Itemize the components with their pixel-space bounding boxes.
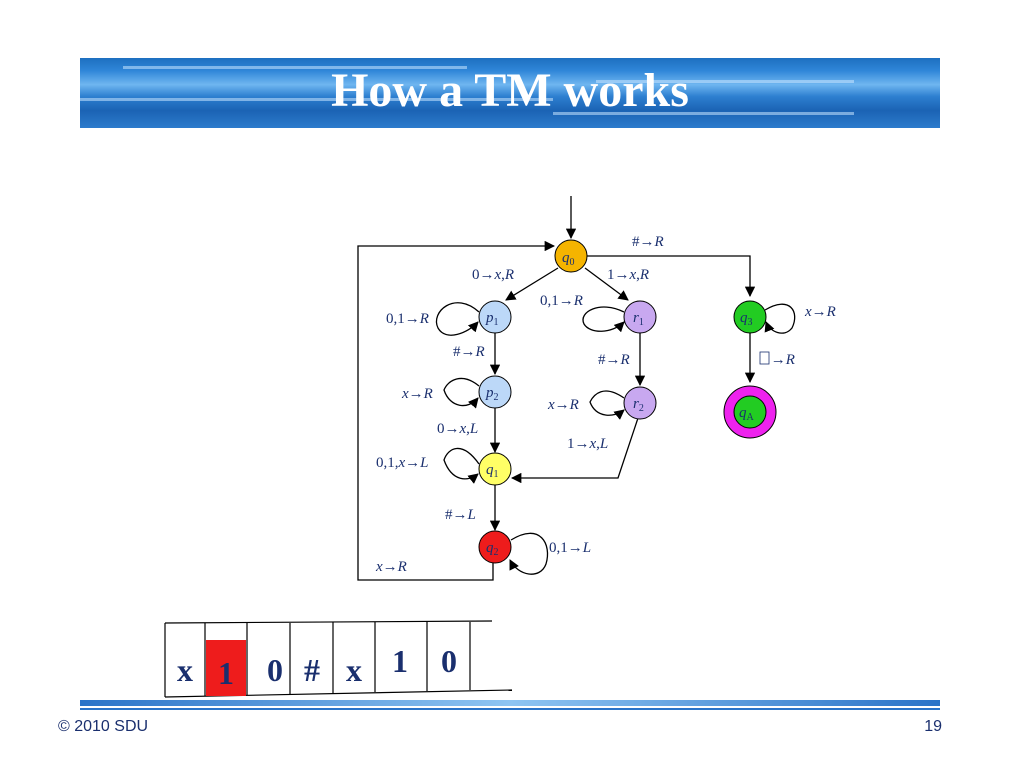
label-q1-loop: 0,1,x→L [376, 455, 429, 471]
state-q0 [554, 239, 588, 273]
footer-bar-thick [80, 700, 940, 706]
loop-p2 [443, 377, 480, 409]
label-q3-loop: x→R [804, 304, 836, 320]
state-label-p2: p2 [485, 385, 499, 403]
state-labels: q0 p1 p2 r1 r2 q1 q2 q3 qA [485, 250, 755, 558]
banner-streak [596, 80, 854, 83]
copyright: © 2010 SDU [58, 718, 149, 735]
label-q2-loop: 0,1→L [549, 540, 591, 556]
loop-r1 [582, 306, 625, 333]
footer-bar-thin [80, 708, 940, 710]
tape-cell-0: x [177, 652, 193, 688]
state-label-q1: q1 [486, 462, 499, 480]
edge-q0-p1 [505, 267, 559, 301]
label-r2-q1: 1→x,L [567, 436, 608, 452]
banner-streak [80, 98, 553, 101]
label-q1-q2: #→L [445, 507, 476, 523]
missing-glyph-box [759, 351, 770, 365]
edges [357, 196, 796, 581]
tape-cell-3: # [304, 652, 320, 688]
state-label-q3: q3 [740, 310, 753, 328]
state-r1 [623, 300, 657, 334]
slide-title: How a TM works [331, 64, 689, 117]
loop-q1 [443, 447, 480, 484]
edge-q2-q0 [357, 240, 556, 581]
title-banner: How a TM works [80, 58, 940, 128]
tape-cell-5: 1 [392, 643, 408, 679]
state-label-q2: q2 [486, 540, 499, 558]
label-q2-q0: x→R [375, 559, 407, 575]
banner-streak [123, 66, 467, 69]
states [478, 239, 777, 564]
label-r1-r2: #→R [598, 352, 630, 368]
edge-q0-q3 [587, 255, 756, 298]
edge-q0-r1 [584, 267, 629, 301]
label-p2-loop: x→R [401, 386, 433, 402]
state-label-r1: r1 [633, 310, 644, 328]
state-qA [733, 395, 767, 429]
label-r2-loop: x→R [547, 397, 579, 413]
state-q3 [733, 300, 767, 334]
state-p1 [478, 300, 512, 334]
state-r2 [623, 386, 657, 420]
label-q3-qA: →R [770, 352, 795, 368]
loop-p1 [435, 302, 480, 336]
label-q0-q3: #→R [632, 234, 664, 250]
loop-q2 [509, 532, 548, 575]
label-p2-q1: 0→x,L [437, 421, 478, 437]
state-q2 [478, 530, 512, 564]
loop-q3 [764, 303, 796, 334]
state-label-r2: r2 [633, 396, 644, 414]
state-label-p1: p1 [485, 310, 499, 328]
label-p1-loop: 0,1→R [386, 311, 429, 327]
state-p2 [478, 375, 512, 409]
label-r1-loop: 0,1→R [540, 293, 583, 309]
tape-cell-4: x [346, 652, 362, 688]
label-q0-r1: 1→x,R [607, 267, 649, 283]
label-q0-p1: 0→x,R [472, 267, 514, 283]
page-number: 19 [924, 718, 942, 735]
loop-r2 [589, 390, 625, 420]
banner-streak [553, 112, 854, 115]
state-label-q0: q0 [562, 250, 575, 268]
state-label-qA: qA [739, 405, 755, 423]
state-q1 [478, 452, 512, 486]
label-p1-p2: #→R [453, 344, 485, 360]
tape-cell-1-head: 1 [206, 640, 246, 696]
tape-cell-6: 0 [441, 643, 457, 679]
tape-cell-2: 0 [267, 652, 283, 688]
transition-labels: #→R 0→x,R 1→x,R 0,1→R 0,1→R x→R #→R #→R … [375, 234, 836, 575]
edge-r2-q1 [510, 417, 639, 484]
